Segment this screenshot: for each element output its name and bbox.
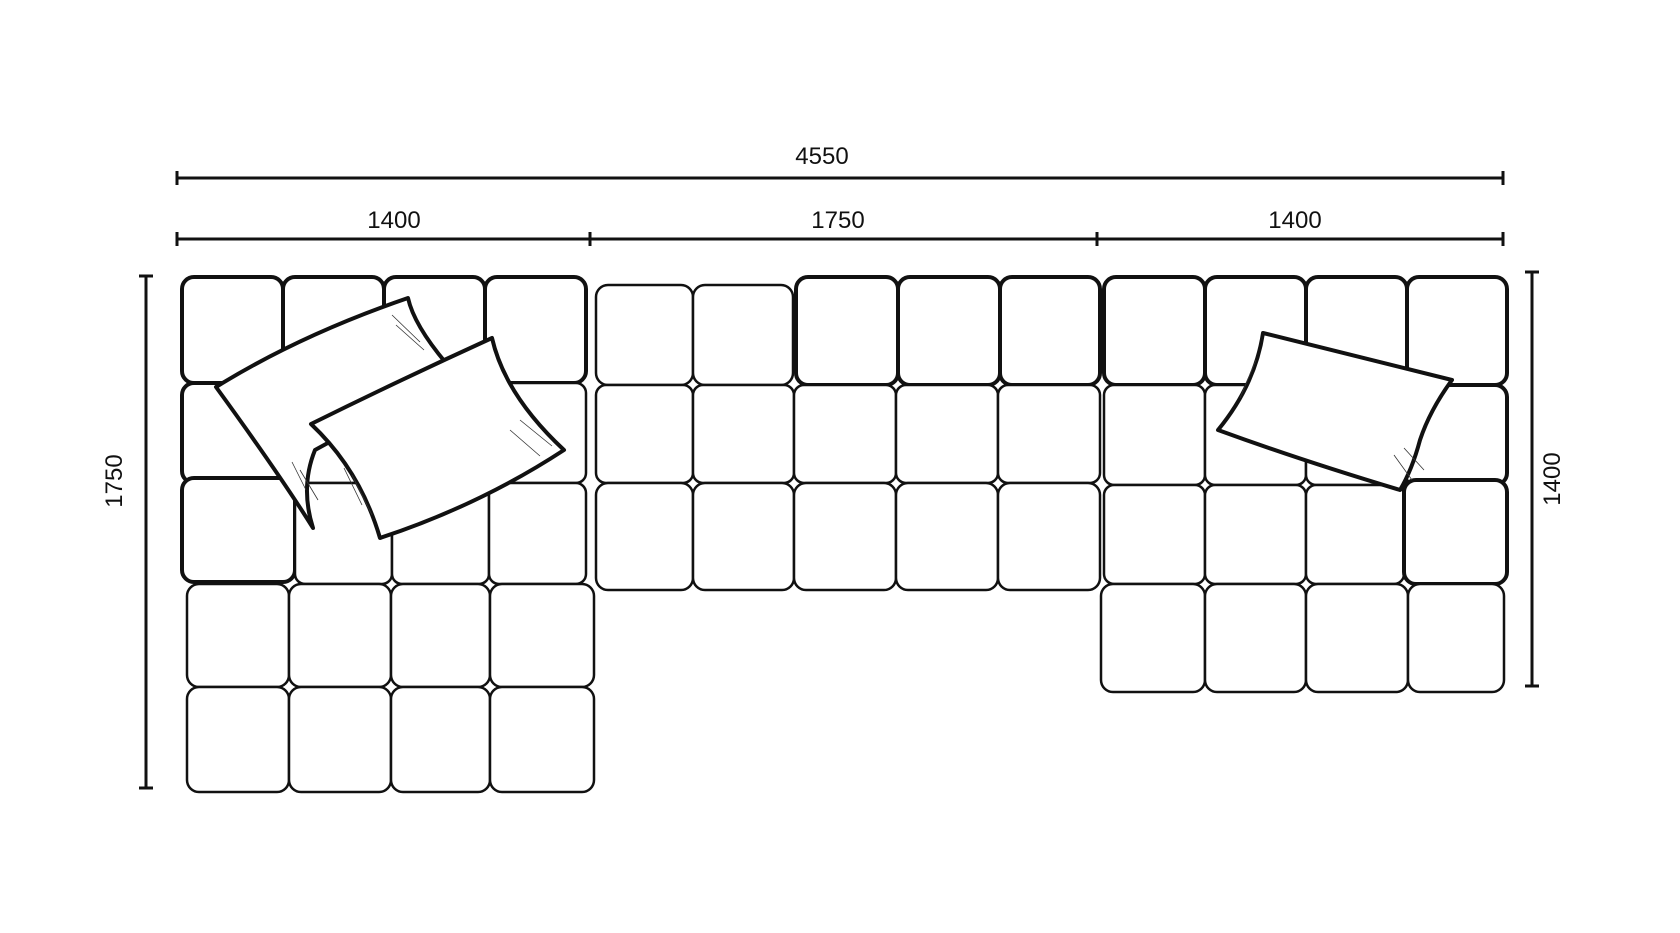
chaise-cushion xyxy=(488,685,596,794)
right-module-width-label: 1400 xyxy=(1268,207,1321,234)
sofa-center-module xyxy=(594,275,1102,592)
seat-cushion xyxy=(691,383,796,485)
chaise-cushion xyxy=(1406,582,1506,694)
throw-pillow xyxy=(1216,331,1454,492)
sofa-right-module xyxy=(1099,275,1509,694)
backrest-cushion xyxy=(1102,275,1207,387)
chaise-cushion xyxy=(185,685,291,794)
seat-cushion xyxy=(594,481,695,592)
left-depth-label: 1750 xyxy=(101,454,128,507)
chaise-cushion xyxy=(1304,582,1410,694)
seat-cushion xyxy=(1102,383,1207,487)
backrest-cushion xyxy=(998,275,1102,387)
module-width-dimension: 1400 1750 1400 xyxy=(175,207,1505,246)
seat-cushion xyxy=(691,481,796,592)
overall-width-dimension: 4550 xyxy=(175,143,1505,185)
chaise-cushion xyxy=(1099,582,1207,694)
seat-cushion xyxy=(1102,483,1207,586)
chaise-cushion xyxy=(389,685,492,794)
left-depth-dimension: 1750 xyxy=(101,274,153,790)
seat-cushion xyxy=(894,383,1000,485)
backrest-cushion xyxy=(896,275,1002,387)
overall-width-label: 4550 xyxy=(795,143,848,170)
chaise-cushion xyxy=(287,582,393,689)
seat-cushion xyxy=(1304,483,1406,586)
center-module-width-label: 1750 xyxy=(811,207,864,234)
seat-cushion xyxy=(594,383,695,485)
seat-cushion xyxy=(1203,483,1308,586)
seat-cushion xyxy=(996,383,1102,485)
chaise-cushion xyxy=(1203,582,1308,694)
seat-cushion xyxy=(894,481,1000,592)
right-depth-label: 1400 xyxy=(1539,452,1566,505)
throw-pillow xyxy=(309,336,566,540)
seat-cushion xyxy=(792,481,898,592)
armrest-cushion xyxy=(1402,478,1509,586)
chaise-cushion xyxy=(287,685,393,794)
armrest-cushion xyxy=(180,476,297,584)
seat-cushion xyxy=(996,481,1102,592)
backrest-cushion xyxy=(594,283,695,387)
backrest-cushion xyxy=(794,275,900,387)
backrest-cushion xyxy=(1405,275,1509,387)
left-module-width-label: 1400 xyxy=(367,207,420,234)
right-depth-dimension: 1400 xyxy=(1525,270,1566,688)
chaise-cushion xyxy=(488,582,596,689)
backrest-cushion xyxy=(691,283,795,387)
chaise-cushion xyxy=(185,582,291,689)
seat-cushion xyxy=(487,481,588,586)
seat-cushion xyxy=(792,383,898,485)
chaise-cushion xyxy=(389,582,492,689)
